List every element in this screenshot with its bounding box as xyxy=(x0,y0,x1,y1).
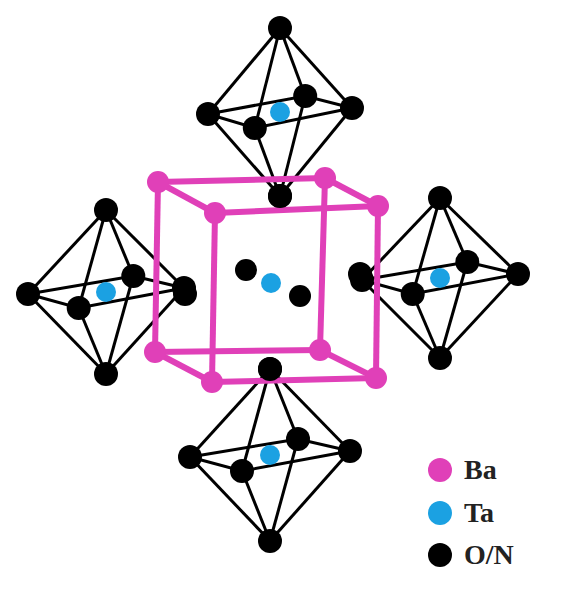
anion-atom xyxy=(235,259,257,281)
ba-unit-cell xyxy=(144,167,389,393)
anion-atom xyxy=(196,102,220,126)
anion-atom xyxy=(506,262,530,286)
anion-atom xyxy=(94,362,118,386)
ta-atom xyxy=(430,268,450,288)
octahedron-edge xyxy=(28,276,184,308)
octahedron-edge xyxy=(28,294,106,374)
anion-atom xyxy=(258,357,282,381)
octahedron-edge xyxy=(208,96,352,128)
ba-atom xyxy=(367,195,389,217)
ba-atom xyxy=(309,339,331,361)
octahedron-edge xyxy=(362,262,518,294)
anion-atom xyxy=(258,529,282,553)
ba-atom xyxy=(201,371,223,393)
octahedron-edge xyxy=(440,198,518,274)
octahedron-edge xyxy=(190,439,350,471)
anion-atom xyxy=(173,282,197,306)
cell-edge xyxy=(155,182,158,352)
legend-label: Ta xyxy=(464,497,494,529)
anion-atom xyxy=(230,459,254,483)
cell-edge xyxy=(376,206,378,378)
cell-edge xyxy=(212,378,376,382)
anion-atom xyxy=(286,427,310,451)
anion-atom xyxy=(289,285,311,307)
anion-atom xyxy=(268,184,292,208)
anion-atom xyxy=(268,184,292,208)
ta-atom xyxy=(96,282,116,302)
ta-atom xyxy=(260,445,280,465)
legend-entry: Ta xyxy=(428,496,494,530)
anion-atom xyxy=(428,346,452,370)
ba-atom xyxy=(144,341,166,363)
legend-swatch xyxy=(428,501,452,525)
octahedron-edge xyxy=(106,210,184,288)
legend-entry: O/N xyxy=(428,538,514,572)
anion-atom xyxy=(268,16,292,40)
ta-atom xyxy=(270,102,290,122)
anion-atom xyxy=(67,296,91,320)
cell-edge xyxy=(155,350,320,352)
octahedron-edge xyxy=(280,28,352,108)
cell-edge xyxy=(212,213,215,382)
tao6-octahedron xyxy=(178,357,362,553)
legend-swatch xyxy=(428,543,452,567)
ta-atom xyxy=(261,273,281,293)
legend-label: O/N xyxy=(464,539,514,571)
ba-atom xyxy=(147,171,169,193)
anion-atom xyxy=(293,84,317,108)
anion-atom xyxy=(455,250,479,274)
anion-atom xyxy=(338,439,362,463)
cell-edge xyxy=(320,178,325,350)
anion-atom xyxy=(94,198,118,222)
anion-atom xyxy=(121,264,145,288)
octahedron-edge xyxy=(190,457,270,541)
anion-atom xyxy=(348,262,372,286)
ba-atom xyxy=(204,202,226,224)
anion-atom xyxy=(258,357,282,381)
anion-atom xyxy=(340,96,364,120)
cell-edge xyxy=(158,178,325,182)
octahedron-edge xyxy=(208,114,280,196)
anion-atom xyxy=(401,282,425,306)
anion-atom xyxy=(243,116,267,140)
cell-edge xyxy=(215,206,378,213)
legend-entry: Ba xyxy=(428,453,497,487)
ba-atom xyxy=(314,167,336,189)
anion-atom xyxy=(16,282,40,306)
anion-atom xyxy=(178,445,202,469)
legend-swatch xyxy=(428,458,452,482)
legend-label: Ba xyxy=(464,454,497,486)
anion-atom xyxy=(428,186,452,210)
ba-atom xyxy=(365,367,387,389)
